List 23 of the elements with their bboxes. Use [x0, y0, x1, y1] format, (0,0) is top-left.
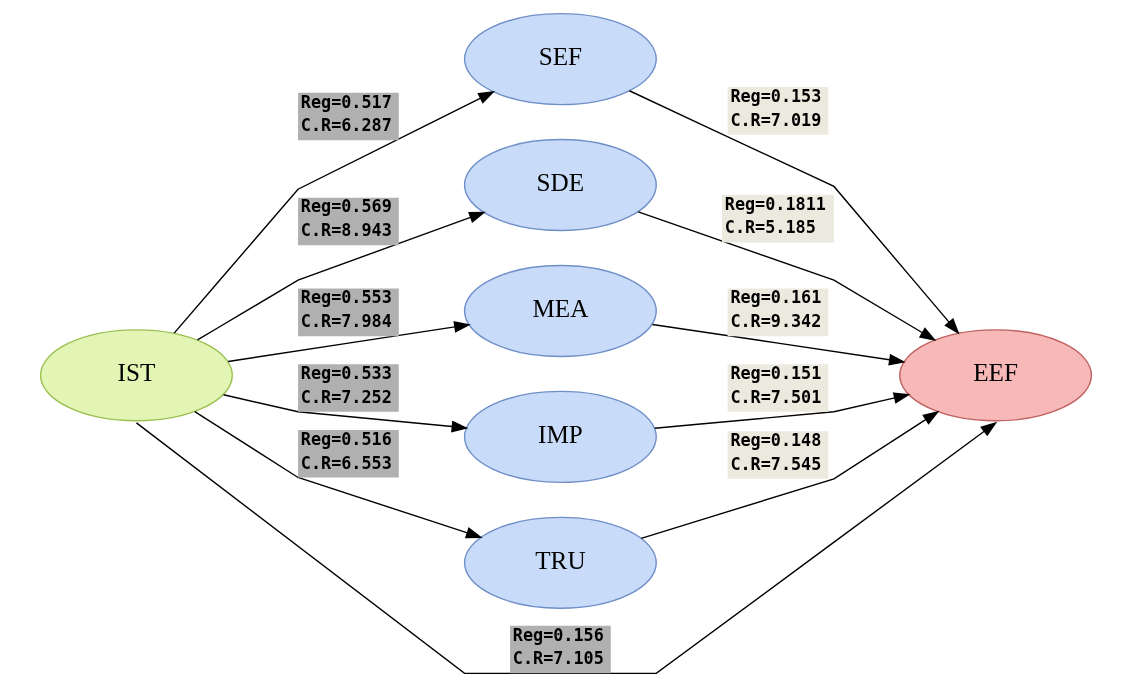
edge-label: Reg=0.516 C.R=6.553: [300, 428, 392, 473]
edge-label: Reg=0.148 C.R=7.545: [729, 430, 821, 474]
edge-label: Reg=0.161 C.R=9.342: [729, 287, 821, 332]
arrow: [227, 321, 471, 363]
arrow: [637, 211, 936, 341]
node-ellipse: IST: [39, 329, 233, 422]
node-ellipse: IMP: [463, 390, 657, 484]
edge-label: Reg=0.517 C.R=6.287: [300, 91, 392, 136]
node-ellipse: SDE: [463, 138, 657, 232]
edge-label: Reg=0.151 C.R=7.501: [729, 362, 821, 407]
node-ellipse: MEA: [463, 264, 657, 358]
edge-label: Reg=0.569 C.R=8.943: [300, 196, 392, 241]
edge-label: Reg=0.156 C.R=7.105: [512, 624, 604, 669]
edge-label: Reg=0.533 C.R=7.252: [300, 362, 392, 407]
arrow: [640, 410, 939, 539]
arrow: [651, 323, 906, 366]
arrow: [653, 392, 910, 429]
edge-label: Reg=0.153 C.R=7.019: [729, 85, 821, 130]
arrow: [222, 394, 468, 433]
edge-label: Reg=0.553 C.R=7.984: [300, 287, 392, 332]
arrow: [196, 211, 486, 341]
edge-label: Reg=0.1811 C.R=5.185: [724, 193, 826, 238]
arrow: [193, 410, 483, 539]
